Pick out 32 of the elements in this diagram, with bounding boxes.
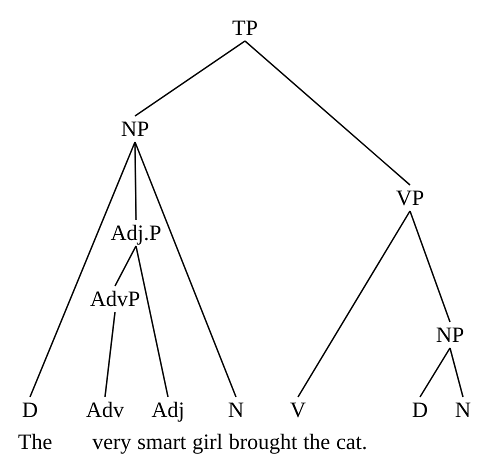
sentence-word: The	[18, 430, 52, 454]
node-label: NP	[120, 117, 150, 141]
node-label: NP	[436, 323, 464, 347]
node-label: TP	[232, 16, 258, 40]
tree-branch	[297, 210, 411, 398]
sentence-word: brought	[228, 430, 298, 454]
tree-branch	[29, 142, 136, 398]
sentence-word: the	[303, 430, 330, 454]
node-label: Adj.P	[110, 221, 162, 245]
tree-branch	[449, 348, 464, 398]
node-label: N	[455, 398, 471, 422]
node-label: Adj	[152, 398, 184, 422]
node-label: N	[228, 398, 244, 422]
sentence-word: cat.	[336, 430, 368, 454]
node-label: Adv	[86, 398, 124, 422]
node-label: VP	[396, 186, 424, 210]
tree-branch	[134, 142, 237, 398]
node-label: D	[412, 398, 428, 422]
node-label: AdvP	[90, 287, 140, 311]
sentence-word: smart	[137, 430, 186, 454]
sentence-word: girl	[192, 430, 223, 454]
tree-branch	[134, 40, 246, 117]
tree-branch	[409, 210, 451, 322]
tree-branch	[114, 246, 137, 286]
tree-branch	[134, 142, 137, 220]
tree-branch	[244, 40, 410, 186]
tree-branch	[104, 312, 116, 398]
sentence-word: very	[92, 430, 132, 454]
tree-branch	[135, 246, 169, 398]
node-label: V	[290, 398, 306, 422]
tree-branch	[419, 348, 451, 398]
node-label: D	[22, 398, 38, 422]
